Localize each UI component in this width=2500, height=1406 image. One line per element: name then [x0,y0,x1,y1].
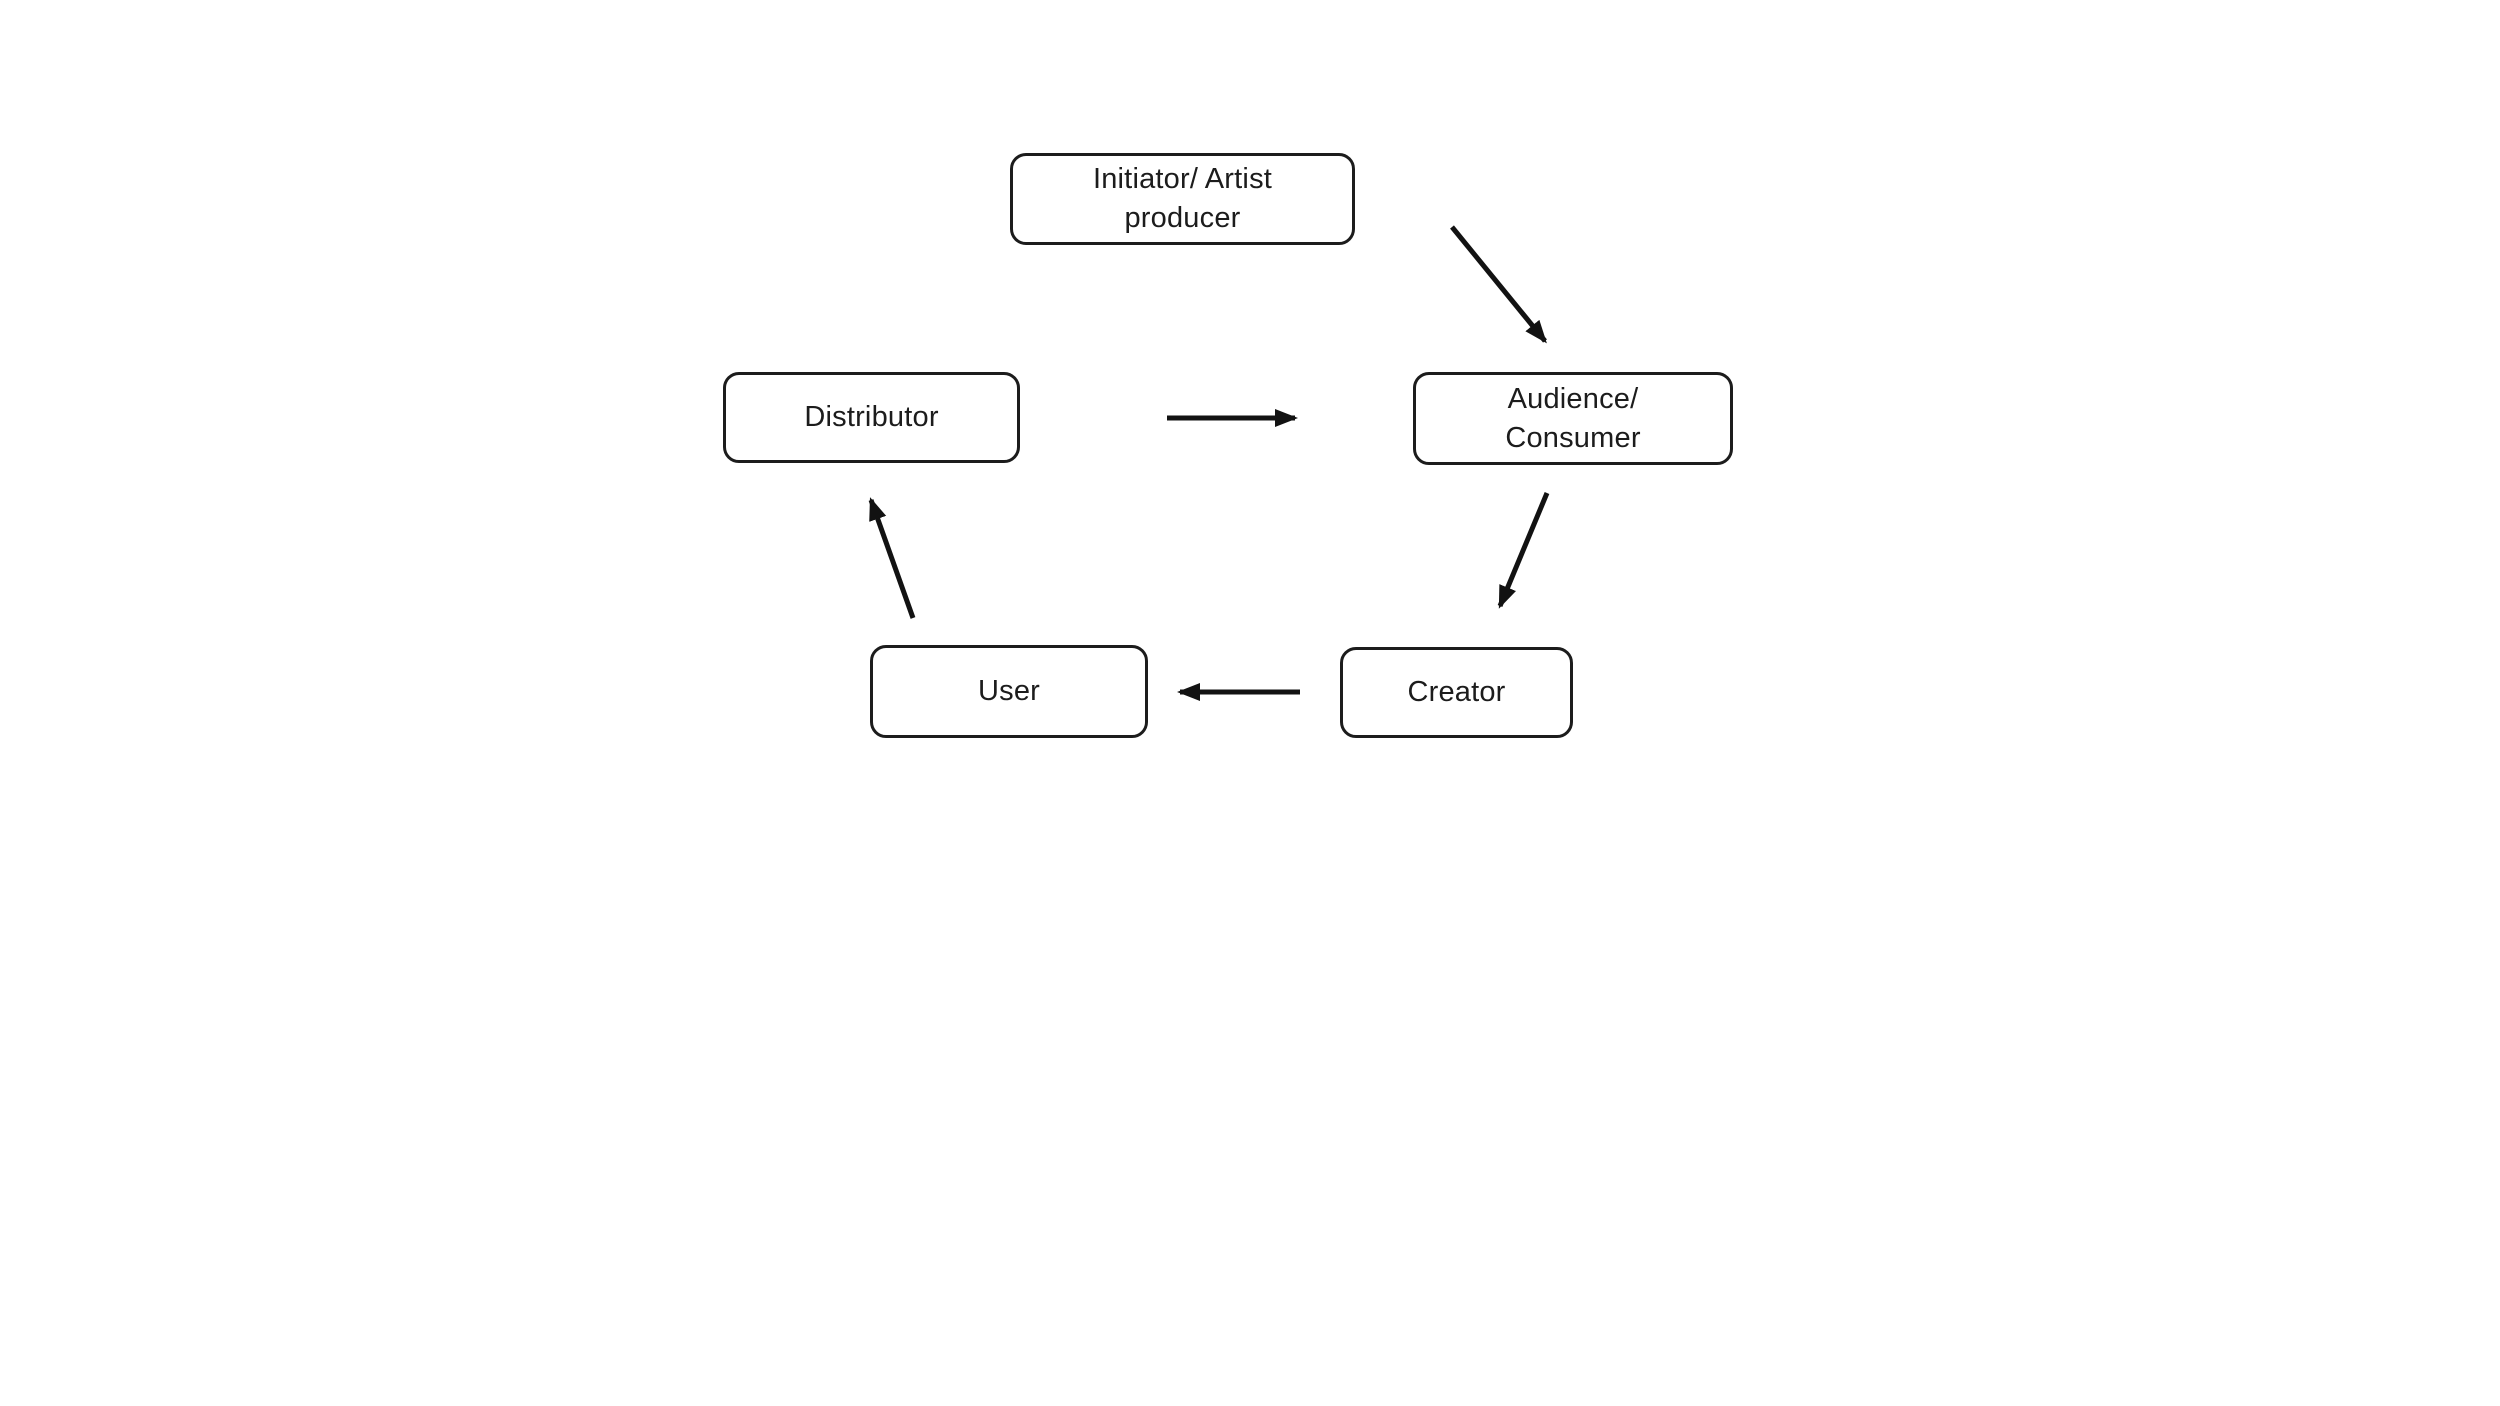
node-creator: Creator [1340,647,1573,738]
arrow-audience-to-creator [1497,492,1550,609]
node-initiator-label: Initiator/ Artist producer [1092,163,1273,234]
node-distributor-label: Distributor [804,401,939,433]
node-audience-label: Audience/ Consumer [1505,382,1641,454]
arrow-user-to-distributor [868,497,916,619]
node-creator-label: Creator [1407,676,1506,708]
node-audience-consumer: Audience/ Consumer [1413,372,1733,465]
node-distributor: Distributor [723,372,1020,463]
arrow-initiator-to-audience [1450,225,1547,344]
node-user: User [870,645,1148,738]
node-initiator-artist-producer: Initiator/ Artist producer [1010,153,1355,245]
node-user-label: User [977,675,1041,707]
